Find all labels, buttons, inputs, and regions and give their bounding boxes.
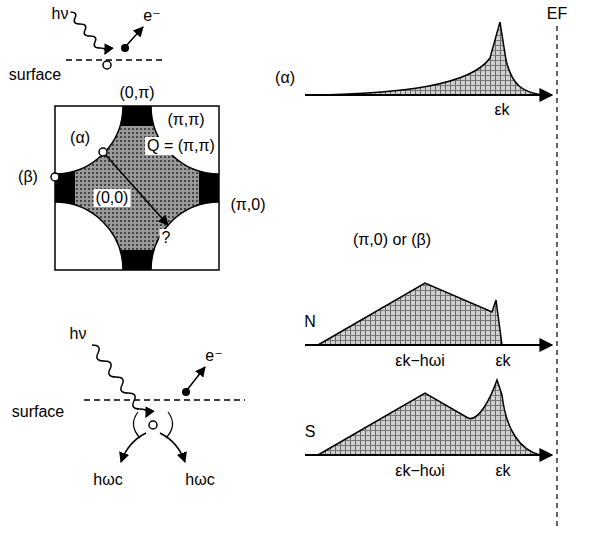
figure-path <box>133 412 140 438</box>
figure-label: (π,0) <box>228 196 267 214</box>
figure-label: surface <box>10 403 66 421</box>
figure-path <box>70 12 106 54</box>
figure-label: (α) <box>68 129 92 147</box>
figure-label: (α) <box>273 69 297 87</box>
figure-label: ? <box>160 229 173 247</box>
figure-label: hν <box>50 5 71 23</box>
figure-label: hωc <box>91 471 124 489</box>
figure-circle <box>51 173 59 181</box>
figure-label: S <box>303 423 318 441</box>
figure-path <box>92 345 147 417</box>
figure-label: (β) <box>16 168 40 186</box>
figure-label: (0,π) <box>117 84 156 102</box>
figure-circle <box>103 61 111 69</box>
figure-label: hωc <box>183 471 216 489</box>
spectra <box>305 22 557 530</box>
figure-circle <box>121 44 129 52</box>
figure-path <box>318 283 502 345</box>
figure-rect <box>55 106 219 270</box>
figure-label: εk <box>493 352 512 370</box>
figure-line <box>66 59 162 61</box>
figure-label: (π,π) <box>165 111 206 129</box>
figure-label: εk−hωi <box>393 352 446 370</box>
figure-line <box>305 94 552 96</box>
photoemission-bottom <box>84 345 245 462</box>
figure-line <box>126 27 143 46</box>
figure-line <box>305 344 552 346</box>
figure-label: εk <box>492 101 511 119</box>
figure-line <box>305 454 552 456</box>
figure-label: e⁻ <box>141 7 162 25</box>
figure-label: hν <box>68 325 89 343</box>
figure-label: εk−hωi <box>393 462 446 480</box>
figure-circle <box>182 388 190 396</box>
figure-label: N <box>302 313 318 331</box>
figure-label: surface <box>7 66 63 84</box>
figure-label: (0,0) <box>94 189 131 207</box>
figure-g <box>55 106 219 270</box>
figure-circle <box>99 148 107 156</box>
figure-line <box>187 367 205 390</box>
figure-label: EF <box>545 5 569 23</box>
brillouin-zone <box>0 38 287 338</box>
figure-circle <box>55 202 123 270</box>
figure-path <box>318 380 540 455</box>
figure-label: (π,0) or (β) <box>351 231 433 249</box>
figure-path <box>160 433 185 462</box>
figure-line <box>556 26 557 530</box>
figure-path <box>121 433 146 462</box>
figure-path <box>320 22 542 95</box>
figure-label: Q = (π,π) <box>145 137 217 155</box>
figure-path <box>166 412 173 438</box>
figure-circle <box>151 202 219 270</box>
figure-label: e⁻ <box>203 347 224 365</box>
figure-circle <box>149 421 157 429</box>
figure-line <box>84 399 245 401</box>
figure-label: εk <box>493 462 512 480</box>
